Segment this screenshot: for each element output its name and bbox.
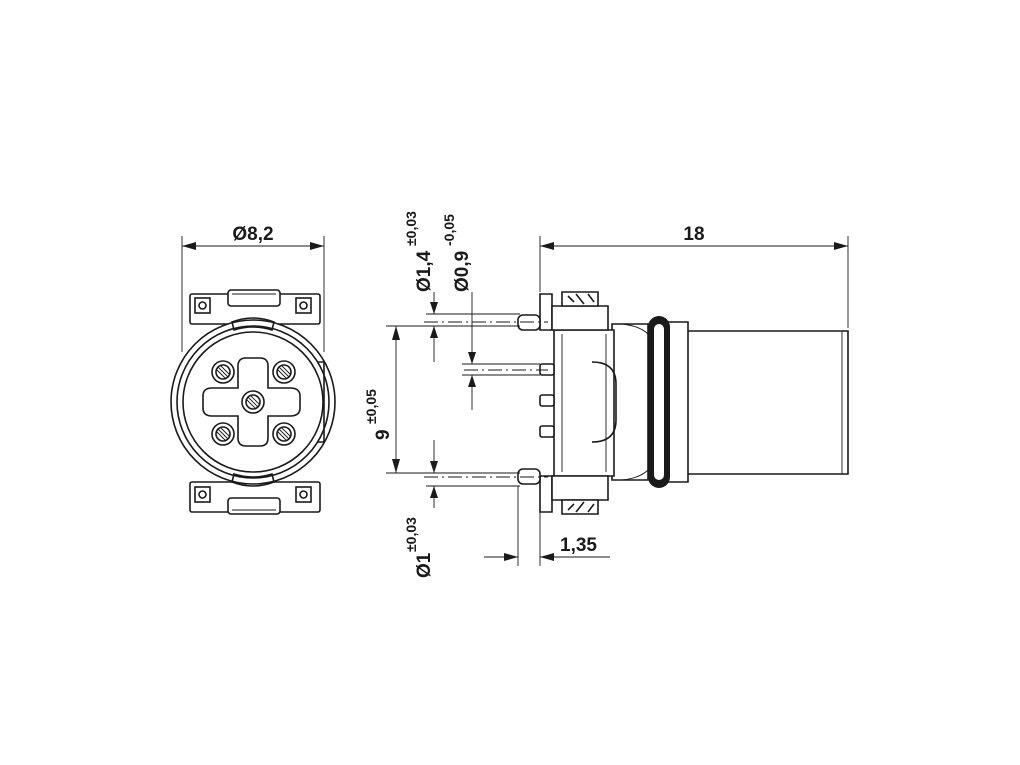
svg-text:±0,05: ±0,05	[363, 389, 379, 424]
dim-pin-diameter-a-tol: ±0,03	[403, 211, 419, 246]
dim-pin-spacing: 9	[373, 429, 394, 440]
pin-diameter-c-dimension: Ø1 ±0,03	[403, 440, 438, 578]
housing-block	[553, 329, 615, 477]
pin-diameter-a-dimension: Ø1,4 ±0,03	[403, 211, 438, 362]
housing-ring	[176, 325, 330, 479]
svg-text:Ø1: Ø1	[414, 552, 435, 578]
dim-pin-spacing-tol: ±0,05	[363, 389, 379, 424]
dim-pin-diameter-b: Ø0,9	[452, 251, 473, 292]
bottom-flange	[189, 481, 321, 515]
housing-inner-circle	[182, 331, 324, 473]
dim-pin-diameter-a: Ø1,4	[414, 250, 435, 292]
front-view: Ø8,2	[170, 224, 336, 515]
svg-text:Ø1,4: Ø1,4	[414, 250, 435, 292]
svg-text:9: 9	[373, 429, 394, 440]
dim-length: 18	[683, 224, 704, 245]
offset-dimension: 1,35	[484, 486, 610, 566]
svg-text:±0,03: ±0,03	[403, 517, 419, 552]
pin-spacing-dimension: 9 ±0,05	[363, 326, 400, 473]
svg-text:Ø0,9: Ø0,9	[452, 251, 473, 292]
dim-pin-diameter-c-tol: ±0,03	[403, 517, 419, 552]
dim-pin-diameter-c: Ø1	[414, 552, 435, 578]
top-flange	[189, 289, 321, 325]
dim-offset: 1,35	[560, 535, 597, 556]
svg-text:±0,03: ±0,03	[403, 211, 419, 246]
dim-front-diameter: Ø8,2	[232, 224, 273, 245]
bottom-peg	[517, 468, 541, 485]
contact-pins	[539, 363, 555, 438]
length-dimension: 18	[539, 224, 849, 328]
side-view: 18 Ø1,4 ±0,03	[363, 211, 849, 578]
cable-sleeve	[683, 330, 849, 475]
front-diameter-dimension: Ø8,2	[181, 224, 325, 352]
pin-diameter-b-dimension: Ø0,9 -0,05	[441, 214, 476, 410]
dim-pin-diameter-b-tol: -0,05	[441, 214, 457, 246]
contact-screws	[211, 360, 296, 446]
svg-text:-0,05: -0,05	[441, 214, 457, 246]
top-peg	[517, 314, 541, 331]
